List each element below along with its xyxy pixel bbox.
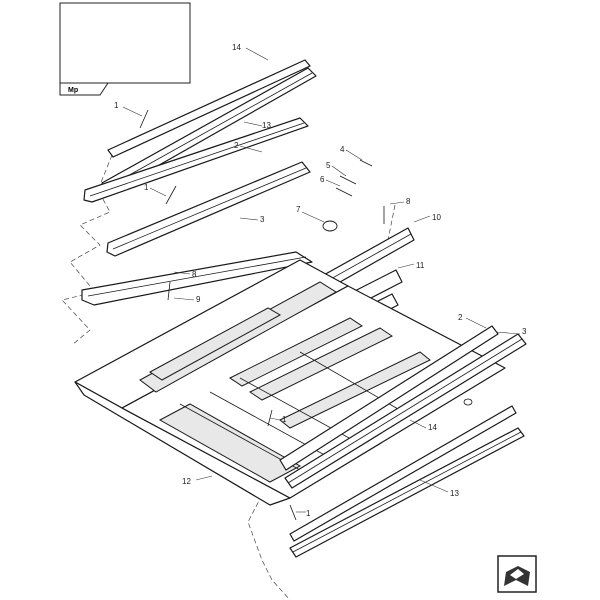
book-open-icon[interactable]: [497, 555, 537, 593]
callout-labels: 14 1 13 2 4 5 6 1 3 7 8 10 11 8 9 2 3 1 …: [114, 43, 527, 518]
callout-14-bottom: 14: [428, 423, 437, 432]
callout-11: 11: [416, 261, 425, 270]
side-strip-2: [279, 325, 499, 471]
inset-tag: Mp: [68, 87, 78, 94]
callout-6: 6: [320, 175, 325, 184]
callout-10: 10: [432, 213, 441, 222]
callout-5: 5: [326, 161, 331, 170]
trim-strip-14: [107, 59, 311, 158]
callout-1-floor: 1: [282, 415, 287, 424]
floor-frame-12: [74, 259, 506, 506]
callout-12: 12: [182, 477, 191, 486]
callout-8-left: 8: [192, 270, 197, 279]
callout-7: 7: [296, 205, 301, 214]
callout-1-bottom: 1: [306, 509, 311, 518]
assembly-guides: [61, 154, 396, 600]
trim-strip-3: [106, 161, 311, 257]
callout-3-right: 3: [522, 327, 527, 336]
callout-13-top: 13: [262, 121, 271, 130]
callout-2-right: 2: [458, 313, 463, 322]
side-strip-13: [289, 427, 525, 558]
side-strip-3: [284, 333, 527, 489]
callout-14-top: 14: [232, 43, 241, 52]
callout-3-top: 3: [260, 215, 265, 224]
fasteners: [139, 109, 473, 521]
trim-strip-2: [83, 117, 309, 203]
callout-9: 9: [196, 295, 201, 304]
callout-1-top: 1: [114, 101, 119, 110]
callout-2-top: 2: [234, 141, 239, 150]
side-strip-14: [289, 405, 517, 542]
callout-4: 4: [340, 145, 345, 154]
side-rail-8: [81, 251, 313, 306]
callout-1-mid: 1: [144, 183, 149, 192]
inset-thumbnail[interactable]: Mp: [59, 2, 191, 96]
leader-lines: [122, 47, 521, 513]
callout-13-bottom: 13: [450, 489, 459, 498]
callout-8-right: 8: [406, 197, 411, 206]
